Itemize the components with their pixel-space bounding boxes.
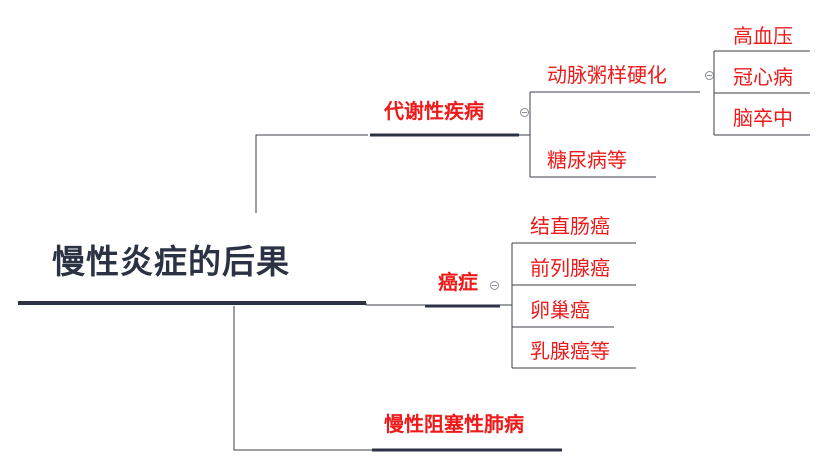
node-coronary-heart-disease[interactable]: 冠心病 [733, 65, 793, 89]
root-topic[interactable]: 慢性炎症的后果 [52, 242, 290, 281]
node-ovarian-cancer[interactable]: 卵巢癌 [530, 298, 590, 322]
branch-cancer[interactable]: 癌症 [438, 270, 478, 294]
node-prostate-cancer[interactable]: 前列腺癌 [530, 256, 610, 280]
node-atherosclerosis[interactable]: 动脉粥样硬化 [547, 63, 667, 87]
connector-root-cancer [365, 303, 425, 306]
connector-root-metabolic [255, 134, 368, 213]
collapse-metabolic-icon[interactable] [520, 108, 529, 117]
node-hypertension[interactable]: 高血压 [733, 24, 793, 48]
branch-metabolic-disease[interactable]: 代谢性疾病 [384, 99, 484, 123]
branch-copd[interactable]: 慢性阻塞性肺病 [384, 412, 524, 436]
node-colorectal-cancer[interactable]: 结直肠癌 [530, 214, 610, 238]
node-stroke[interactable]: 脑卒中 [733, 106, 793, 130]
connector-root-copd [233, 306, 372, 451]
node-breast-cancer[interactable]: 乳腺癌等 [530, 339, 610, 363]
collapse-cancer-icon[interactable] [490, 281, 499, 290]
node-diabetes[interactable]: 糖尿病等 [547, 148, 627, 172]
collapse-atherosclerosis-icon[interactable] [705, 71, 714, 80]
